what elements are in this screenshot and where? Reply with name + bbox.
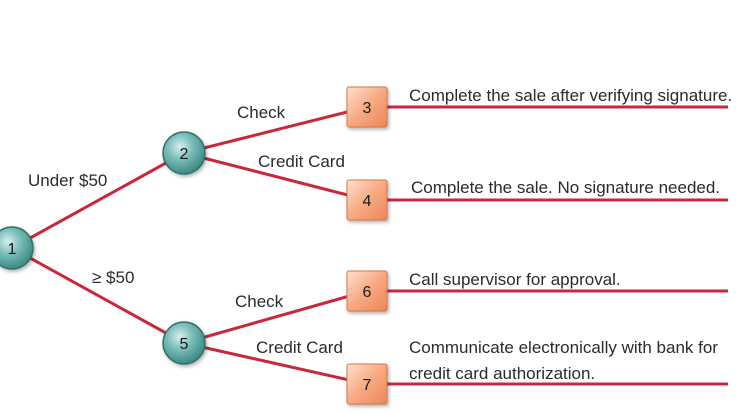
chance-node-1: 1 [0,226,34,270]
node-square-7 [346,363,388,405]
node-circle-1 [0,226,34,270]
node-circle-5 [162,321,206,365]
outcome-node-6: 6 [346,270,388,312]
action-text-7-line-2: credit card authorization. [409,364,595,383]
edge-label-5-6: Check [235,292,284,311]
node-label-6: 6 [363,284,372,301]
node-square-3 [346,86,388,128]
chance-node-2: 2 [162,131,206,175]
edge-label-5-7: Credit Card [256,338,343,357]
edge-label-1-2: Under $50 [28,171,107,190]
action-text-7-line-1: Communicate electronically with bank for [409,338,718,357]
node-square-4 [346,179,388,221]
node-label-1: 1 [8,241,17,258]
action-text-6: Call supervisor for approval. [409,270,621,289]
outcome-node-3: 3 [346,86,388,128]
edge-2-4 [182,151,369,202]
outcome-node-4: 4 [346,179,388,221]
node-label-7: 7 [363,377,372,394]
node-label-5: 5 [180,336,189,353]
node-label-3: 3 [363,100,372,117]
chance-node-5: 5 [162,321,206,365]
edge-5-6 [182,289,369,345]
edge-1-2 [10,151,186,250]
edge-2-3 [182,105,369,155]
edge-label-1-5: ≥ $50 [92,268,134,287]
node-circle-2 [162,131,206,175]
node-label-2: 2 [180,146,189,163]
node-square-6 [346,270,388,312]
edge-label-2-3: Check [237,103,286,122]
action-text-4: Complete the sale. No signature needed. [411,178,720,197]
edge-label-2-4: Credit Card [258,152,345,171]
action-text-3: Complete the sale after verifying signat… [409,86,732,105]
edge-5-7 [182,341,369,386]
edge-1-5 [10,246,186,345]
outcome-node-7: 7 [346,363,388,405]
node-label-4: 4 [363,193,372,210]
